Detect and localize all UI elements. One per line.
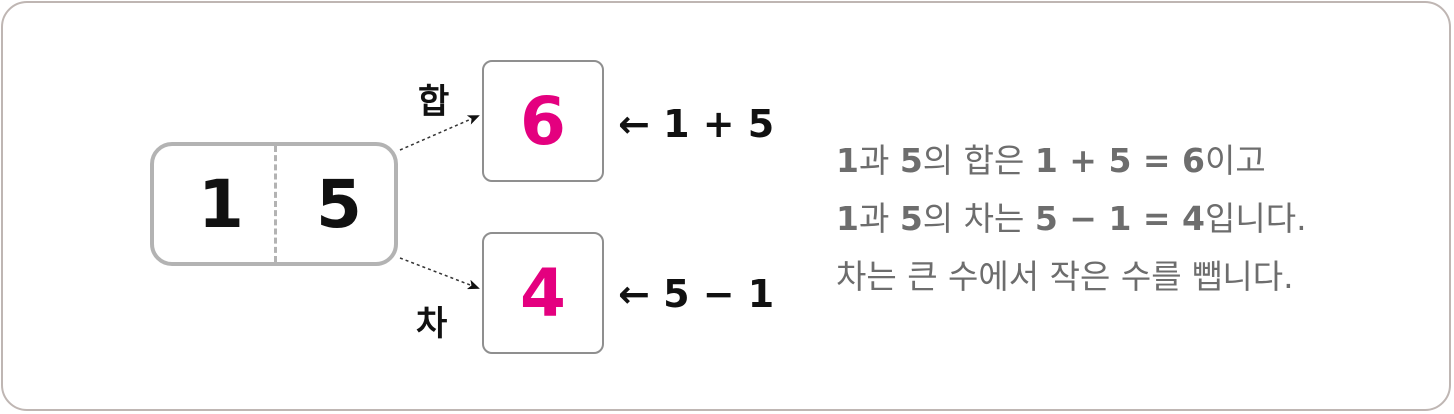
difference-label: 차 [416, 304, 448, 344]
desc2-text-3: 입니다. [1205, 199, 1307, 238]
desc2-second-number: 5 [899, 199, 923, 238]
desc2-first-number: 1 [836, 199, 859, 238]
desc2-expression: 5 − 1 = 4 [1034, 199, 1205, 238]
desc1-first-number: 1 [836, 141, 859, 180]
sum-label: 합 [418, 82, 450, 122]
pair-divider [274, 146, 277, 262]
desc1-expression: 1 + 5 = 6 [1034, 141, 1205, 180]
sum-value: 6 [520, 82, 566, 160]
sum-result-box: 6 [482, 60, 604, 182]
number-pair-box: 1 5 [150, 142, 398, 266]
description-line-3: 차는 큰 수에서 작은 수를 뺍니다. [836, 257, 1294, 296]
pair-right-number: 5 [316, 166, 362, 243]
difference-value: 4 [520, 254, 566, 332]
desc2-text-2: 의 차는 [922, 199, 1035, 238]
arrow-to-difference [399, 257, 480, 290]
desc2-text-1: 과 [858, 199, 900, 238]
desc1-second-number: 5 [899, 141, 923, 180]
difference-expression: ← 5 − 1 [618, 272, 775, 316]
pair-left-number: 1 [198, 166, 244, 243]
arrow-to-sum [399, 115, 480, 151]
difference-result-box: 4 [482, 232, 604, 354]
desc1-text-3: 이고 [1205, 141, 1266, 180]
desc1-text-2: 의 합은 [922, 141, 1035, 180]
description-line-1: 1과 5의 합은 1 + 5 = 6이고 [836, 134, 1266, 182]
description-line-2: 1과 5의 차는 5 − 1 = 4입니다. [836, 192, 1307, 240]
desc1-text-1: 과 [858, 141, 900, 180]
sum-expression: ← 1 + 5 [618, 102, 775, 146]
